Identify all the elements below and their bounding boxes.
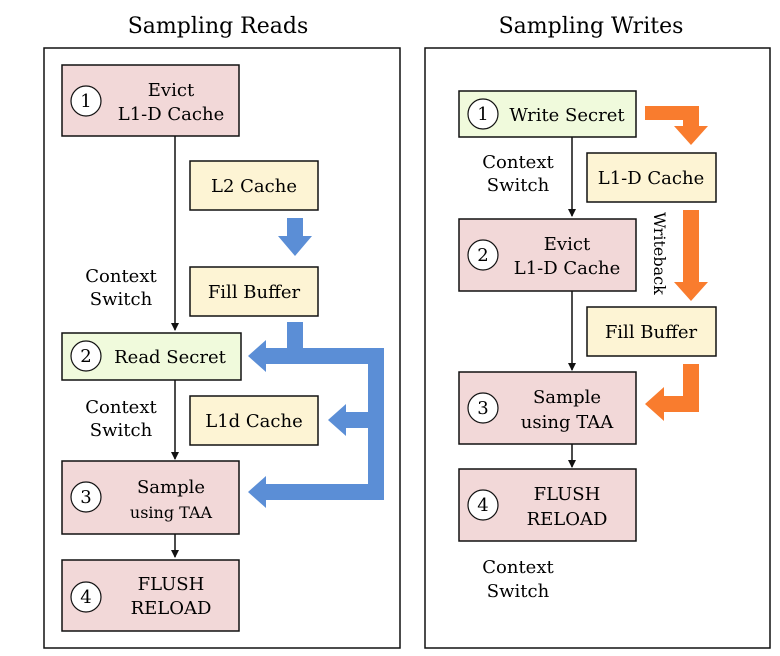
l2-cache-label: L2 Cache [211, 176, 297, 197]
orange-arrow-fillbuffer-to-sample [645, 364, 699, 421]
left-context-switch-2-line1: Context [85, 397, 157, 418]
step-number-circle [70, 340, 102, 372]
right-context-switch-2-line2: Switch [487, 581, 550, 602]
step-number-circle [467, 239, 499, 271]
step-label-line1: FLUSH [138, 574, 205, 595]
step-label-line1: Evict [544, 234, 591, 255]
step-label-line1: Sample [137, 477, 205, 498]
l1d-cache-label: L1d Cache [205, 411, 302, 432]
step-label-line2: RELOAD [527, 509, 608, 530]
left-step4-flush-reload-box: 4 FLUSH RELOAD [61, 559, 240, 632]
step-number: 4 [80, 587, 91, 608]
step-number-circle [70, 481, 102, 513]
step-label-line2: using TAA [521, 412, 614, 433]
blue-arrow-to-read-secret [248, 340, 368, 372]
right-context-switch-1-line1: Context [482, 152, 554, 173]
blue-arrow-to-sample [248, 476, 384, 508]
right-step3-sample-box: 3 Sample using TAA [458, 371, 637, 445]
right-context-switch-1-line2: Switch [487, 175, 550, 196]
step-number: 3 [80, 487, 91, 508]
right-l1d-cache-box: L1-D Cache [586, 152, 717, 203]
step-number-circle [70, 85, 102, 117]
step-number: 2 [80, 346, 91, 367]
step-label-line2: RELOAD [131, 598, 212, 619]
step-number: 4 [477, 495, 488, 516]
left-context-switch-2-line2: Switch [90, 420, 153, 441]
blue-arrow-to-l1d-cache [328, 404, 368, 436]
blue-arrow-l2-to-fillbuffer [278, 218, 312, 256]
right-panel-frame [424, 47, 771, 649]
step-label: Write Secret [509, 105, 625, 126]
right-step4-flush-reload-box: 4 FLUSH RELOAD [458, 468, 637, 542]
step-label-line1: Evict [148, 80, 195, 101]
step-label-line1: Sample [533, 387, 601, 408]
step-number: 2 [477, 245, 488, 266]
left-step1-evict-box: 1 Evict L1-D Cache [61, 64, 240, 137]
left-l1d-cache-box: L1d Cache [189, 395, 319, 446]
right-step1-write-secret-box: 1 Write Secret [458, 90, 637, 138]
right-fill-buffer-box: Fill Buffer [586, 306, 717, 357]
left-step2-read-secret-box: 2 Read Secret [61, 332, 242, 381]
left-fill-buffer-box: Fill Buffer [189, 266, 319, 317]
fill-buffer-label: Fill Buffer [208, 282, 301, 303]
l1d-cache-label: L1-D Cache [598, 168, 704, 189]
writeback-label: Writeback [650, 212, 669, 295]
left-l2-cache-box: L2 Cache [189, 160, 319, 211]
step-number: 1 [477, 104, 488, 125]
left-panel-title: Sampling Reads [128, 14, 309, 39]
left-step3-sample-box: 3 Sample using TAA [61, 460, 240, 535]
step-number: 3 [477, 398, 488, 419]
right-panel-title: Sampling Writes [499, 14, 684, 39]
fill-buffer-label: Fill Buffer [605, 322, 698, 343]
step-number-circle [70, 581, 102, 613]
step-number-circle [467, 98, 499, 130]
step-label-line2: L1-D Cache [118, 104, 224, 125]
right-orange-arrows [645, 106, 708, 421]
step-label-line1: FLUSH [534, 484, 601, 505]
right-step2-evict-box: 2 Evict L1-D Cache [458, 218, 637, 292]
step-number: 1 [80, 91, 91, 112]
step-number-circle [467, 392, 499, 424]
left-context-switch-1-line1: Context [85, 266, 157, 287]
step-label-line2: using TAA [130, 503, 213, 522]
step-number-circle [467, 489, 499, 521]
left-panel-frame [43, 47, 401, 649]
step-label: Read Secret [114, 347, 227, 368]
orange-arrow-write-to-l1d [645, 106, 708, 145]
right-context-switch-2-line1: Context [482, 557, 554, 578]
left-blue-arrows [248, 218, 384, 508]
left-context-switch-1-line2: Switch [90, 289, 153, 310]
step-label-line2: L1-D Cache [514, 258, 620, 279]
orange-arrow-writeback [674, 210, 708, 301]
